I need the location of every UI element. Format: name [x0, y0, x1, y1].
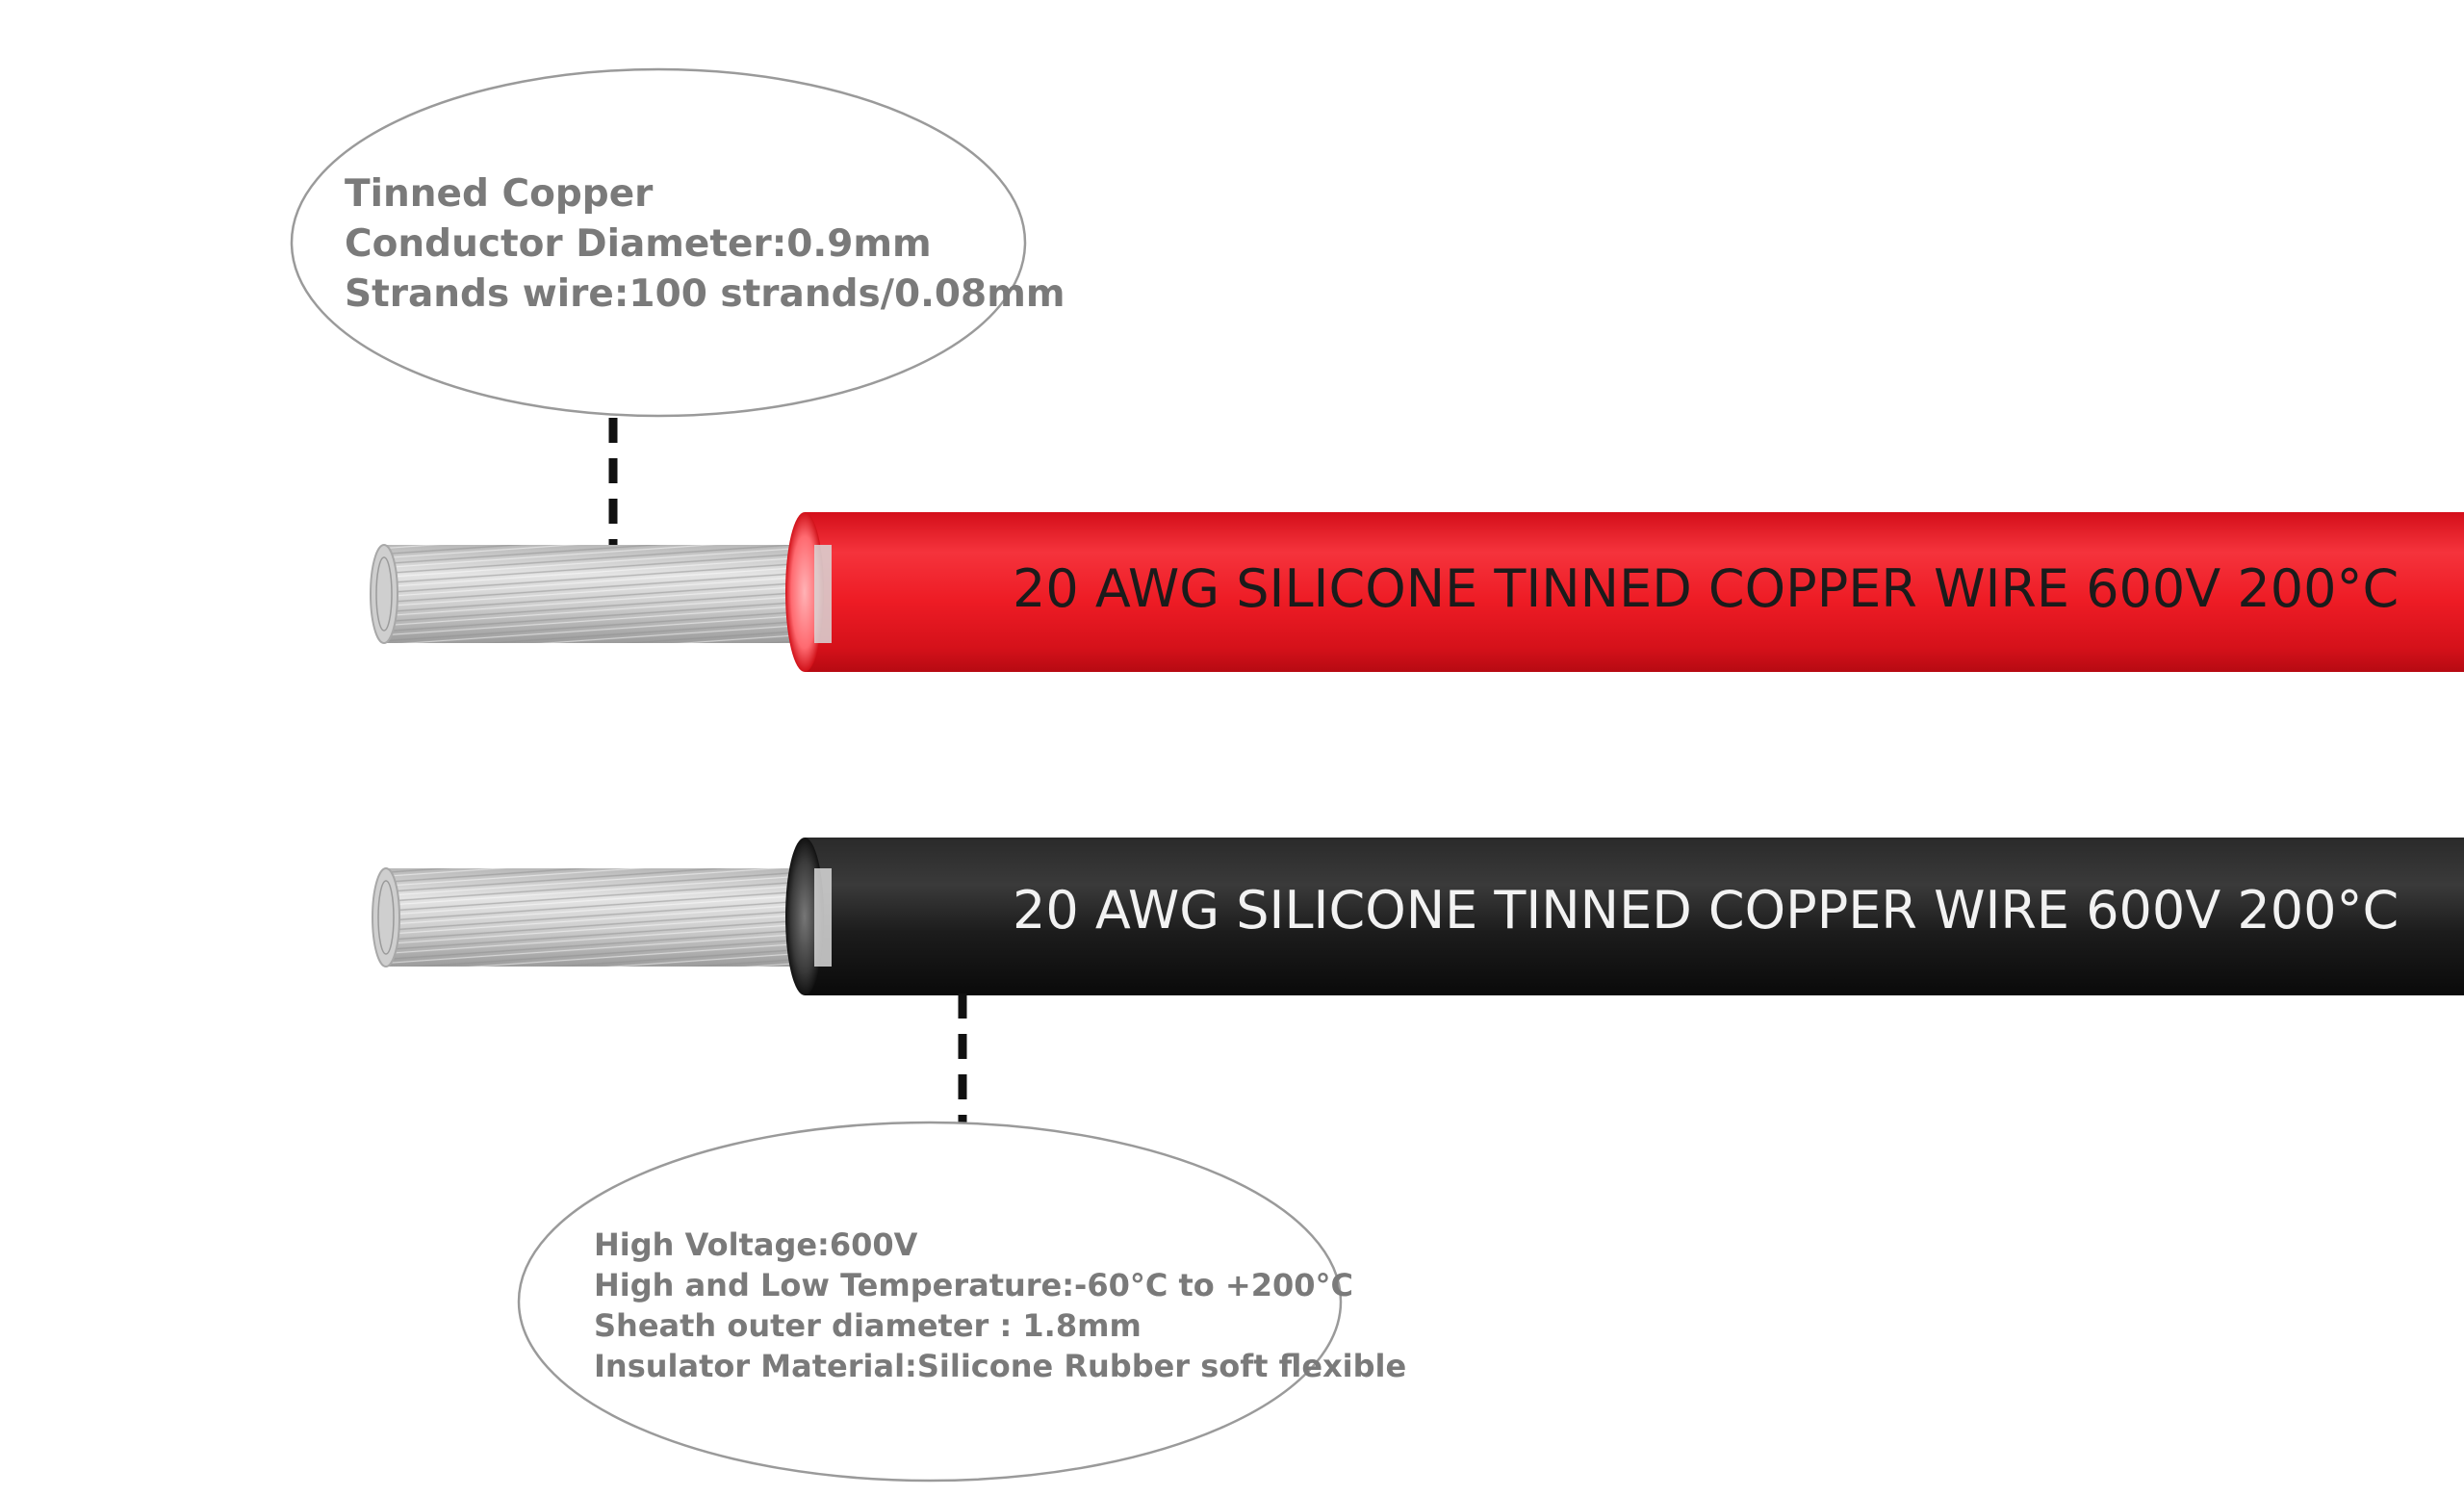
insulation-line-material: Insulator Material:Silicone Rubber soft … — [594, 1348, 1407, 1384]
red-wire — [370, 512, 2464, 672]
insulation-callout-bubble — [517, 1121, 1343, 1483]
black-wire-insulation — [805, 838, 2464, 995]
insulation-line-sheath: Sheath outer diameter : 1.8mm — [594, 1307, 1142, 1344]
black-wire-strand-end — [372, 867, 400, 967]
red-wire-insulation — [805, 512, 2464, 672]
insulation-line-temperature: High and Low Temperature:-60°C to +200°C — [594, 1267, 1353, 1303]
conductor-callout-bubble — [290, 67, 1027, 418]
red-wire-strand-end — [370, 544, 398, 644]
conductor-line-diameter: Conductor Diameter:0.9mm — [345, 222, 932, 266]
red-wire-label: 20 AWG SILICONE TINNED COPPER WIRE 600V … — [1013, 558, 2400, 619]
black-wire — [372, 838, 2464, 995]
black-wire-label: 20 AWG SILICONE TINNED COPPER WIRE 600V … — [1013, 880, 2400, 941]
conductor-line-material: Tinned Copper — [345, 172, 654, 216]
insulation-callout-text: High Voltage:600V High and Low Temperatu… — [594, 1225, 1406, 1386]
conductor-line-strands: Strands wire:100 strands/0.08mm — [345, 272, 1065, 316]
insulation-line-voltage: High Voltage:600V — [594, 1226, 918, 1263]
conductor-callout-text: Tinned Copper Conductor Diameter:0.9mm S… — [345, 169, 1065, 320]
